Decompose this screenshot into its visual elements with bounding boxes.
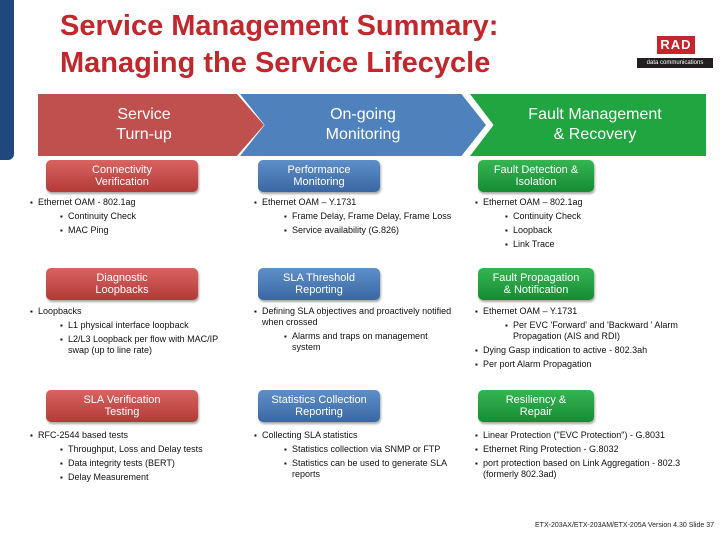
phase-label-line-2: & Recovery xyxy=(553,126,637,143)
section-header-fault-propagation: Fault Propagation& Notification xyxy=(478,268,594,300)
list-item: Throughput, Loss and Delay tests xyxy=(60,444,230,455)
phase-fault-management: Fault Management & Recovery xyxy=(470,94,706,156)
list-item: Service availability (G.826) xyxy=(284,225,454,236)
section-header-fault-detection: Fault Detection &Isolation xyxy=(478,160,594,192)
phase-label-line-2: Turn-up xyxy=(116,126,172,143)
section-header-line-1: Fault Propagation xyxy=(492,272,580,284)
list-item: L2/L3 Loopback per flow with MAC/IP swap… xyxy=(60,334,230,356)
list-item: Linear Protection ("EVC Protection") - G… xyxy=(475,430,695,441)
list-item: Per port Alarm Propagation xyxy=(475,359,695,370)
fault-propagation-list: Ethernet OAM – Y.1731 Per EVC 'Forward' … xyxy=(475,306,695,373)
list-item: port protection based on Link Aggregatio… xyxy=(475,458,695,480)
list-item: Ethernet OAM - 802.1ag xyxy=(30,197,230,208)
statistics-list: Collecting SLA statistics Statistics col… xyxy=(254,430,454,483)
list-item: Statistics collection via SNMP or FTP xyxy=(284,444,454,455)
slide-title-line-1: Service Management Summary: xyxy=(60,10,499,42)
rad-logo: RAD data communications xyxy=(637,36,713,70)
list-item: Per EVC 'Forward' and 'Backward ' Alarm … xyxy=(505,320,695,342)
section-header-line-2: Isolation xyxy=(515,176,557,188)
phase-label-line-2: Monitoring xyxy=(325,126,401,143)
phase-label-line-1: Fault Management xyxy=(528,106,662,123)
phase-label-line-1: Service xyxy=(117,106,171,123)
section-header-line-2: Repair xyxy=(519,406,553,418)
resiliency-list: Linear Protection ("EVC Protection") - G… xyxy=(475,430,695,483)
section-header-line-1: Resiliency & xyxy=(505,394,567,406)
list-item: Ethernet OAM – 802.1ag xyxy=(475,197,695,208)
section-header-line-1: Performance xyxy=(287,164,351,176)
section-header-line-2: Testing xyxy=(104,406,140,418)
section-header-line-2: Verification xyxy=(95,176,149,188)
performance-list: Ethernet OAM – Y.1731 Frame Delay, Frame… xyxy=(254,197,454,239)
section-header-line-1: Statistics Collection xyxy=(271,394,367,406)
slide-footer: ETX-203AX/ETX-203AM/ETX-205A Version 4.3… xyxy=(535,522,714,529)
list-item: Loopback xyxy=(505,225,695,236)
phase-label-line-1: On-going xyxy=(330,106,396,123)
left-accent-bar xyxy=(0,0,14,160)
sla-verification-list: RFC-2544 based tests Throughput, Loss an… xyxy=(30,430,230,486)
list-item: Dying Gasp indication to active - 802.3a… xyxy=(475,345,695,356)
list-item: Defining SLA objectives and proactively … xyxy=(254,306,454,328)
section-header-line-1: Fault Detection & xyxy=(493,164,579,176)
list-item: Loopbacks xyxy=(30,306,230,317)
list-item: Frame Delay, Frame Delay, Frame Loss xyxy=(284,211,454,222)
list-item: Collecting SLA statistics xyxy=(254,430,454,441)
connectivity-list: Ethernet OAM - 802.1ag Continuity Check … xyxy=(30,197,230,239)
section-header-resiliency: Resiliency &Repair xyxy=(478,390,594,422)
section-header-line-1: Diagnostic xyxy=(96,272,148,284)
section-header-line-2: Reporting xyxy=(295,284,343,296)
list-item: Continuity Check xyxy=(505,211,695,222)
section-header-line-2: Loopbacks xyxy=(95,284,149,296)
list-item: Ethernet OAM – Y.1731 xyxy=(254,197,454,208)
section-header-line-2: Reporting xyxy=(295,406,343,418)
section-header-line-2: Monitoring xyxy=(293,176,345,188)
list-item: Ethernet OAM – Y.1731 xyxy=(475,306,695,317)
section-header-line-1: SLA Verification xyxy=(83,394,161,406)
section-header-line-2: & Notification xyxy=(503,284,569,296)
diagnostic-list: Loopbacks L1 physical interface loopback… xyxy=(30,306,230,359)
slide-title: Service Management Summary: Managing the… xyxy=(60,8,498,82)
list-item: MAC Ping xyxy=(60,225,230,236)
section-header-line-1: SLA Threshold xyxy=(283,272,355,284)
fault-detection-list: Ethernet OAM – 802.1ag Continuity Check … xyxy=(475,197,695,253)
list-item: Alarms and traps on management system xyxy=(284,331,454,353)
list-item: RFC-2544 based tests xyxy=(30,430,230,441)
list-item: Data integrity tests (BERT) xyxy=(60,458,230,469)
list-item: Ethernet Ring Protection - G.8032 xyxy=(475,444,695,455)
list-item: Continuity Check xyxy=(60,211,230,222)
rad-logo-mark: RAD xyxy=(657,36,695,54)
list-item: Statistics can be used to generate SLA r… xyxy=(284,458,454,480)
slide-title-line-2: Managing the Service Lifecycle xyxy=(60,47,491,79)
section-header-line-1: Connectivity xyxy=(92,164,152,176)
list-item: Link Trace xyxy=(505,239,695,250)
list-item: Delay Measurement xyxy=(60,472,230,483)
sla-threshold-list: Defining SLA objectives and proactively … xyxy=(254,306,454,356)
rad-logo-tagline: data communications xyxy=(637,58,713,68)
list-item: L1 physical interface loopback xyxy=(60,320,230,331)
